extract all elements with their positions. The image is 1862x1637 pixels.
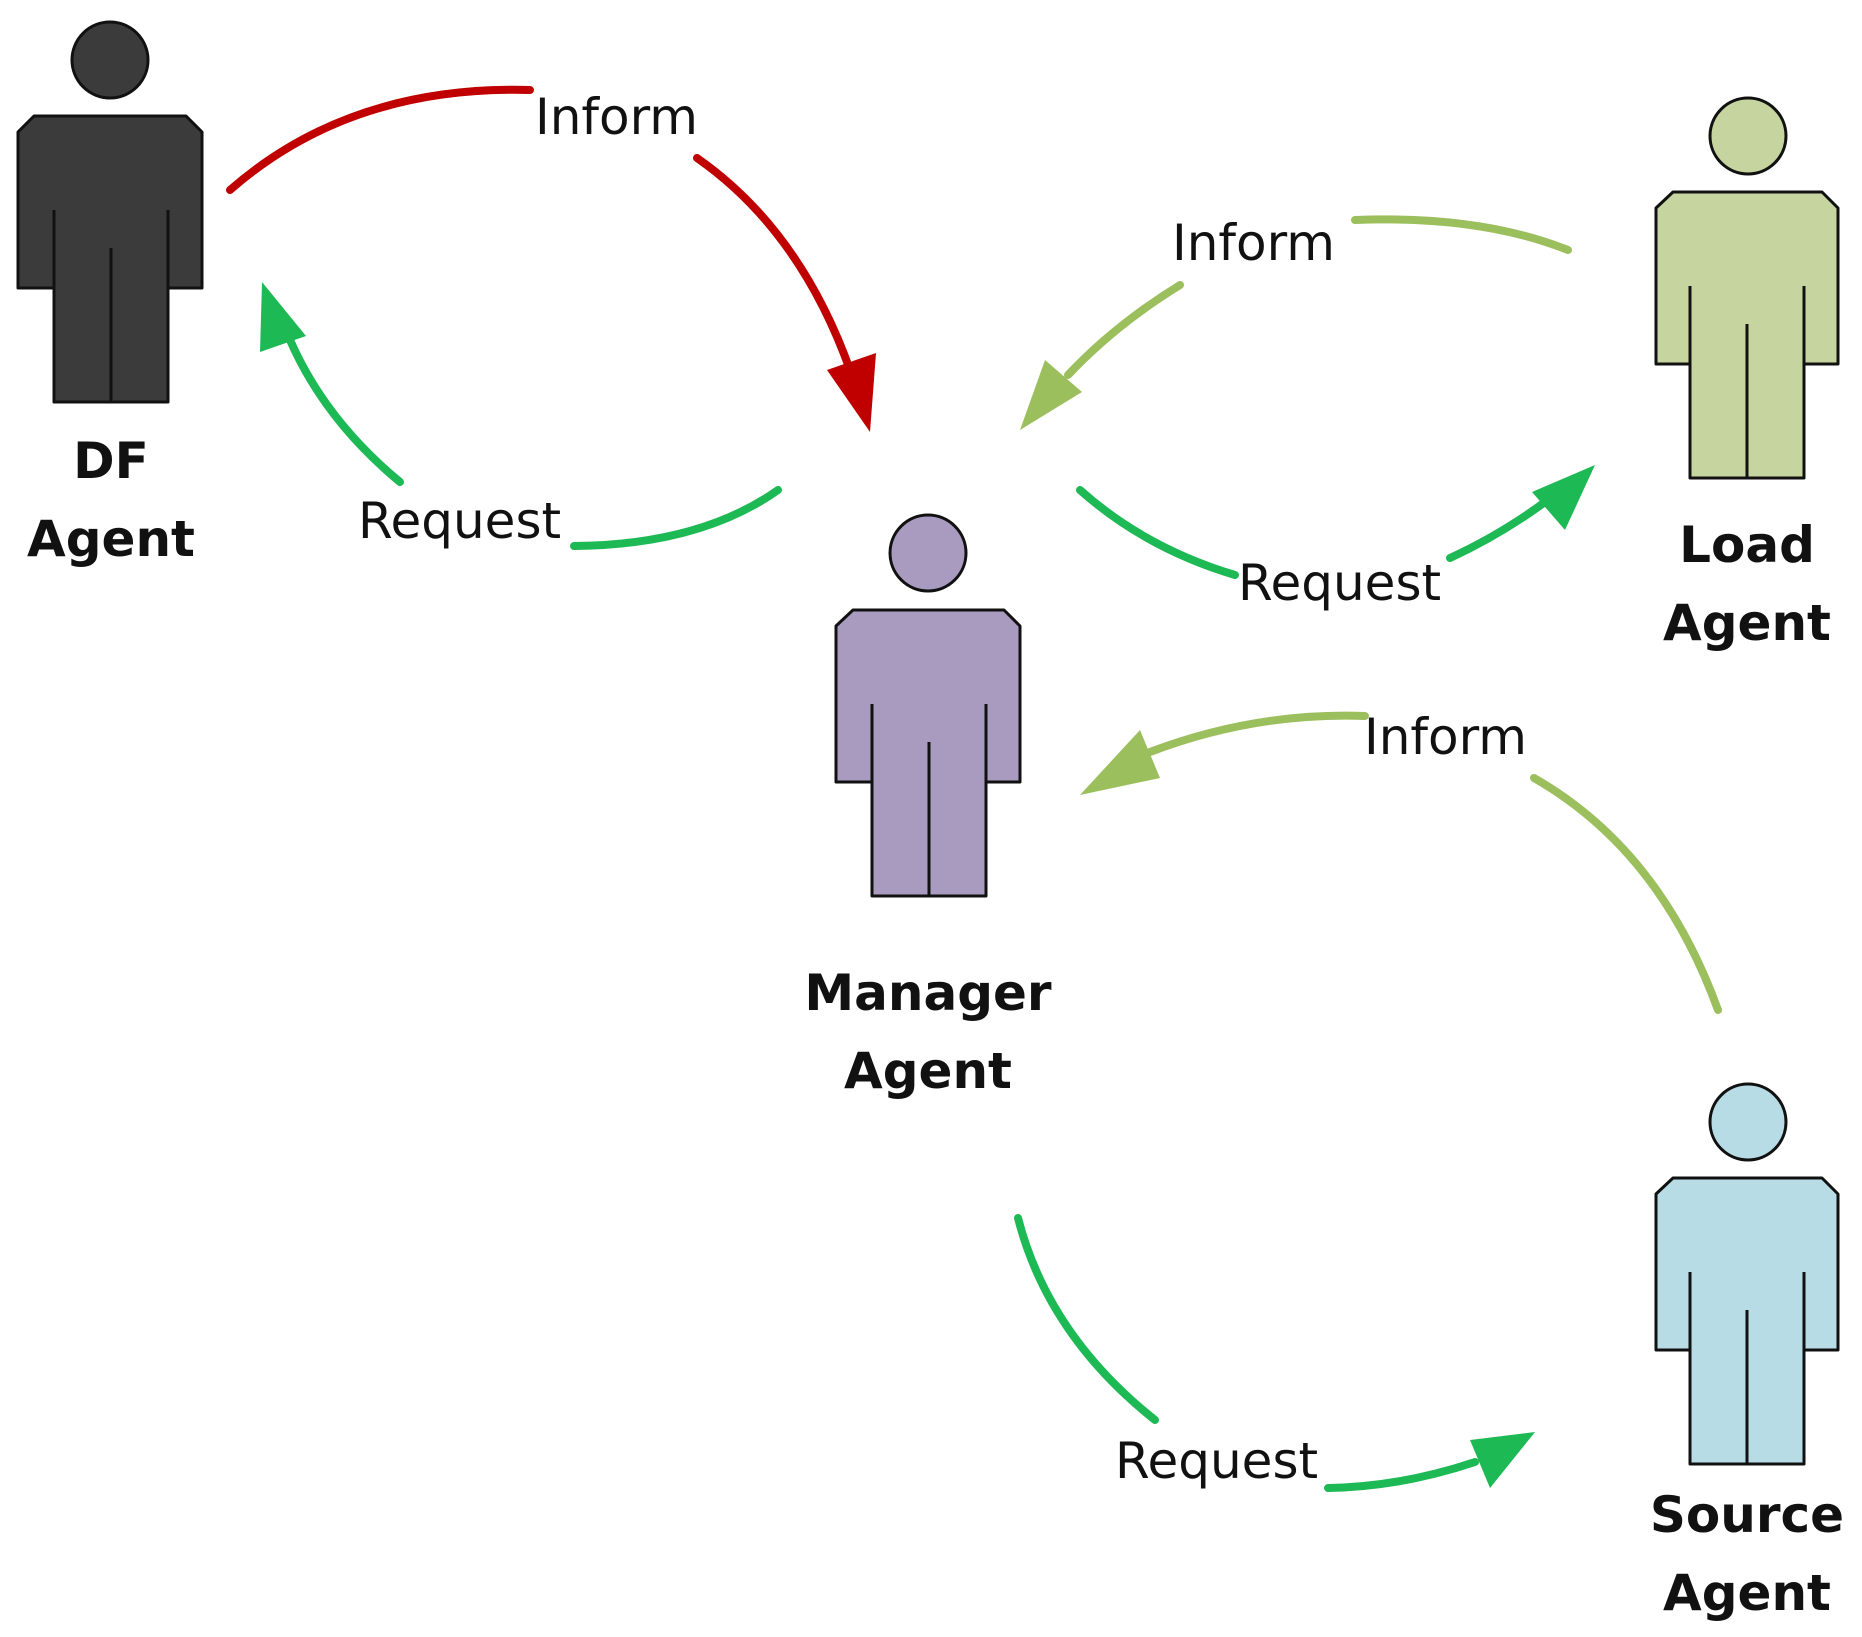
df-agent-head (70, 20, 150, 100)
load-request-arrowhead (1532, 465, 1595, 530)
source-request-arc-start (1014, 1214, 1159, 1424)
load-request-label: Request (1238, 554, 1441, 612)
df-inform-arrowhead (827, 353, 876, 432)
source-request-arc-end (1324, 1458, 1479, 1492)
source-agent-figure (1654, 1082, 1840, 1466)
df-request-arc-end (286, 336, 404, 486)
source-inform-arrowhead (1080, 730, 1160, 795)
manager-agent-label-line2: Agent (844, 1042, 1012, 1100)
load-inform-label: Inform (1172, 214, 1335, 272)
manager-agent-label-line1: Manager (804, 964, 1052, 1022)
df-inform-label: Inform (535, 88, 698, 146)
load-agent-label-line2: Agent (1663, 594, 1831, 652)
df-inform-arc-start (226, 85, 534, 194)
load-inform-arc-end (1064, 281, 1184, 379)
source-inform-arc-end (1146, 711, 1369, 756)
df-request-label: Request (358, 492, 561, 550)
source-inform-label: Inform (1364, 708, 1527, 766)
load-agent-label-line1: Load (1679, 516, 1815, 574)
df-request-arrowhead (260, 282, 306, 352)
source-request-label: Request (1115, 1432, 1318, 1490)
source-agent-label-line1: Source (1650, 1486, 1844, 1544)
df-request-arc-start (570, 486, 782, 550)
load-agent-figure (1654, 96, 1840, 480)
source-agent-head (1708, 1082, 1788, 1162)
df-inform-arc-end (693, 154, 854, 374)
load-agent-head (1708, 96, 1788, 176)
load-request-arc-start (1076, 486, 1239, 579)
source-agent-label-line2: Agent (1663, 1564, 1831, 1622)
manager-agent-head (888, 513, 968, 593)
df-agent-label-line2: Agent (27, 510, 195, 568)
df-agent-label-line1: DF (73, 432, 149, 490)
source-inform-arc-start (1530, 774, 1722, 1014)
load-inform-arrowhead (1020, 360, 1082, 430)
load-inform-arc-start (1351, 215, 1572, 254)
df-agent-figure (16, 20, 204, 404)
manager-agent-figure (834, 513, 1022, 898)
load-request-arc-end (1446, 498, 1549, 562)
source-request-arrowhead (1470, 1432, 1535, 1488)
